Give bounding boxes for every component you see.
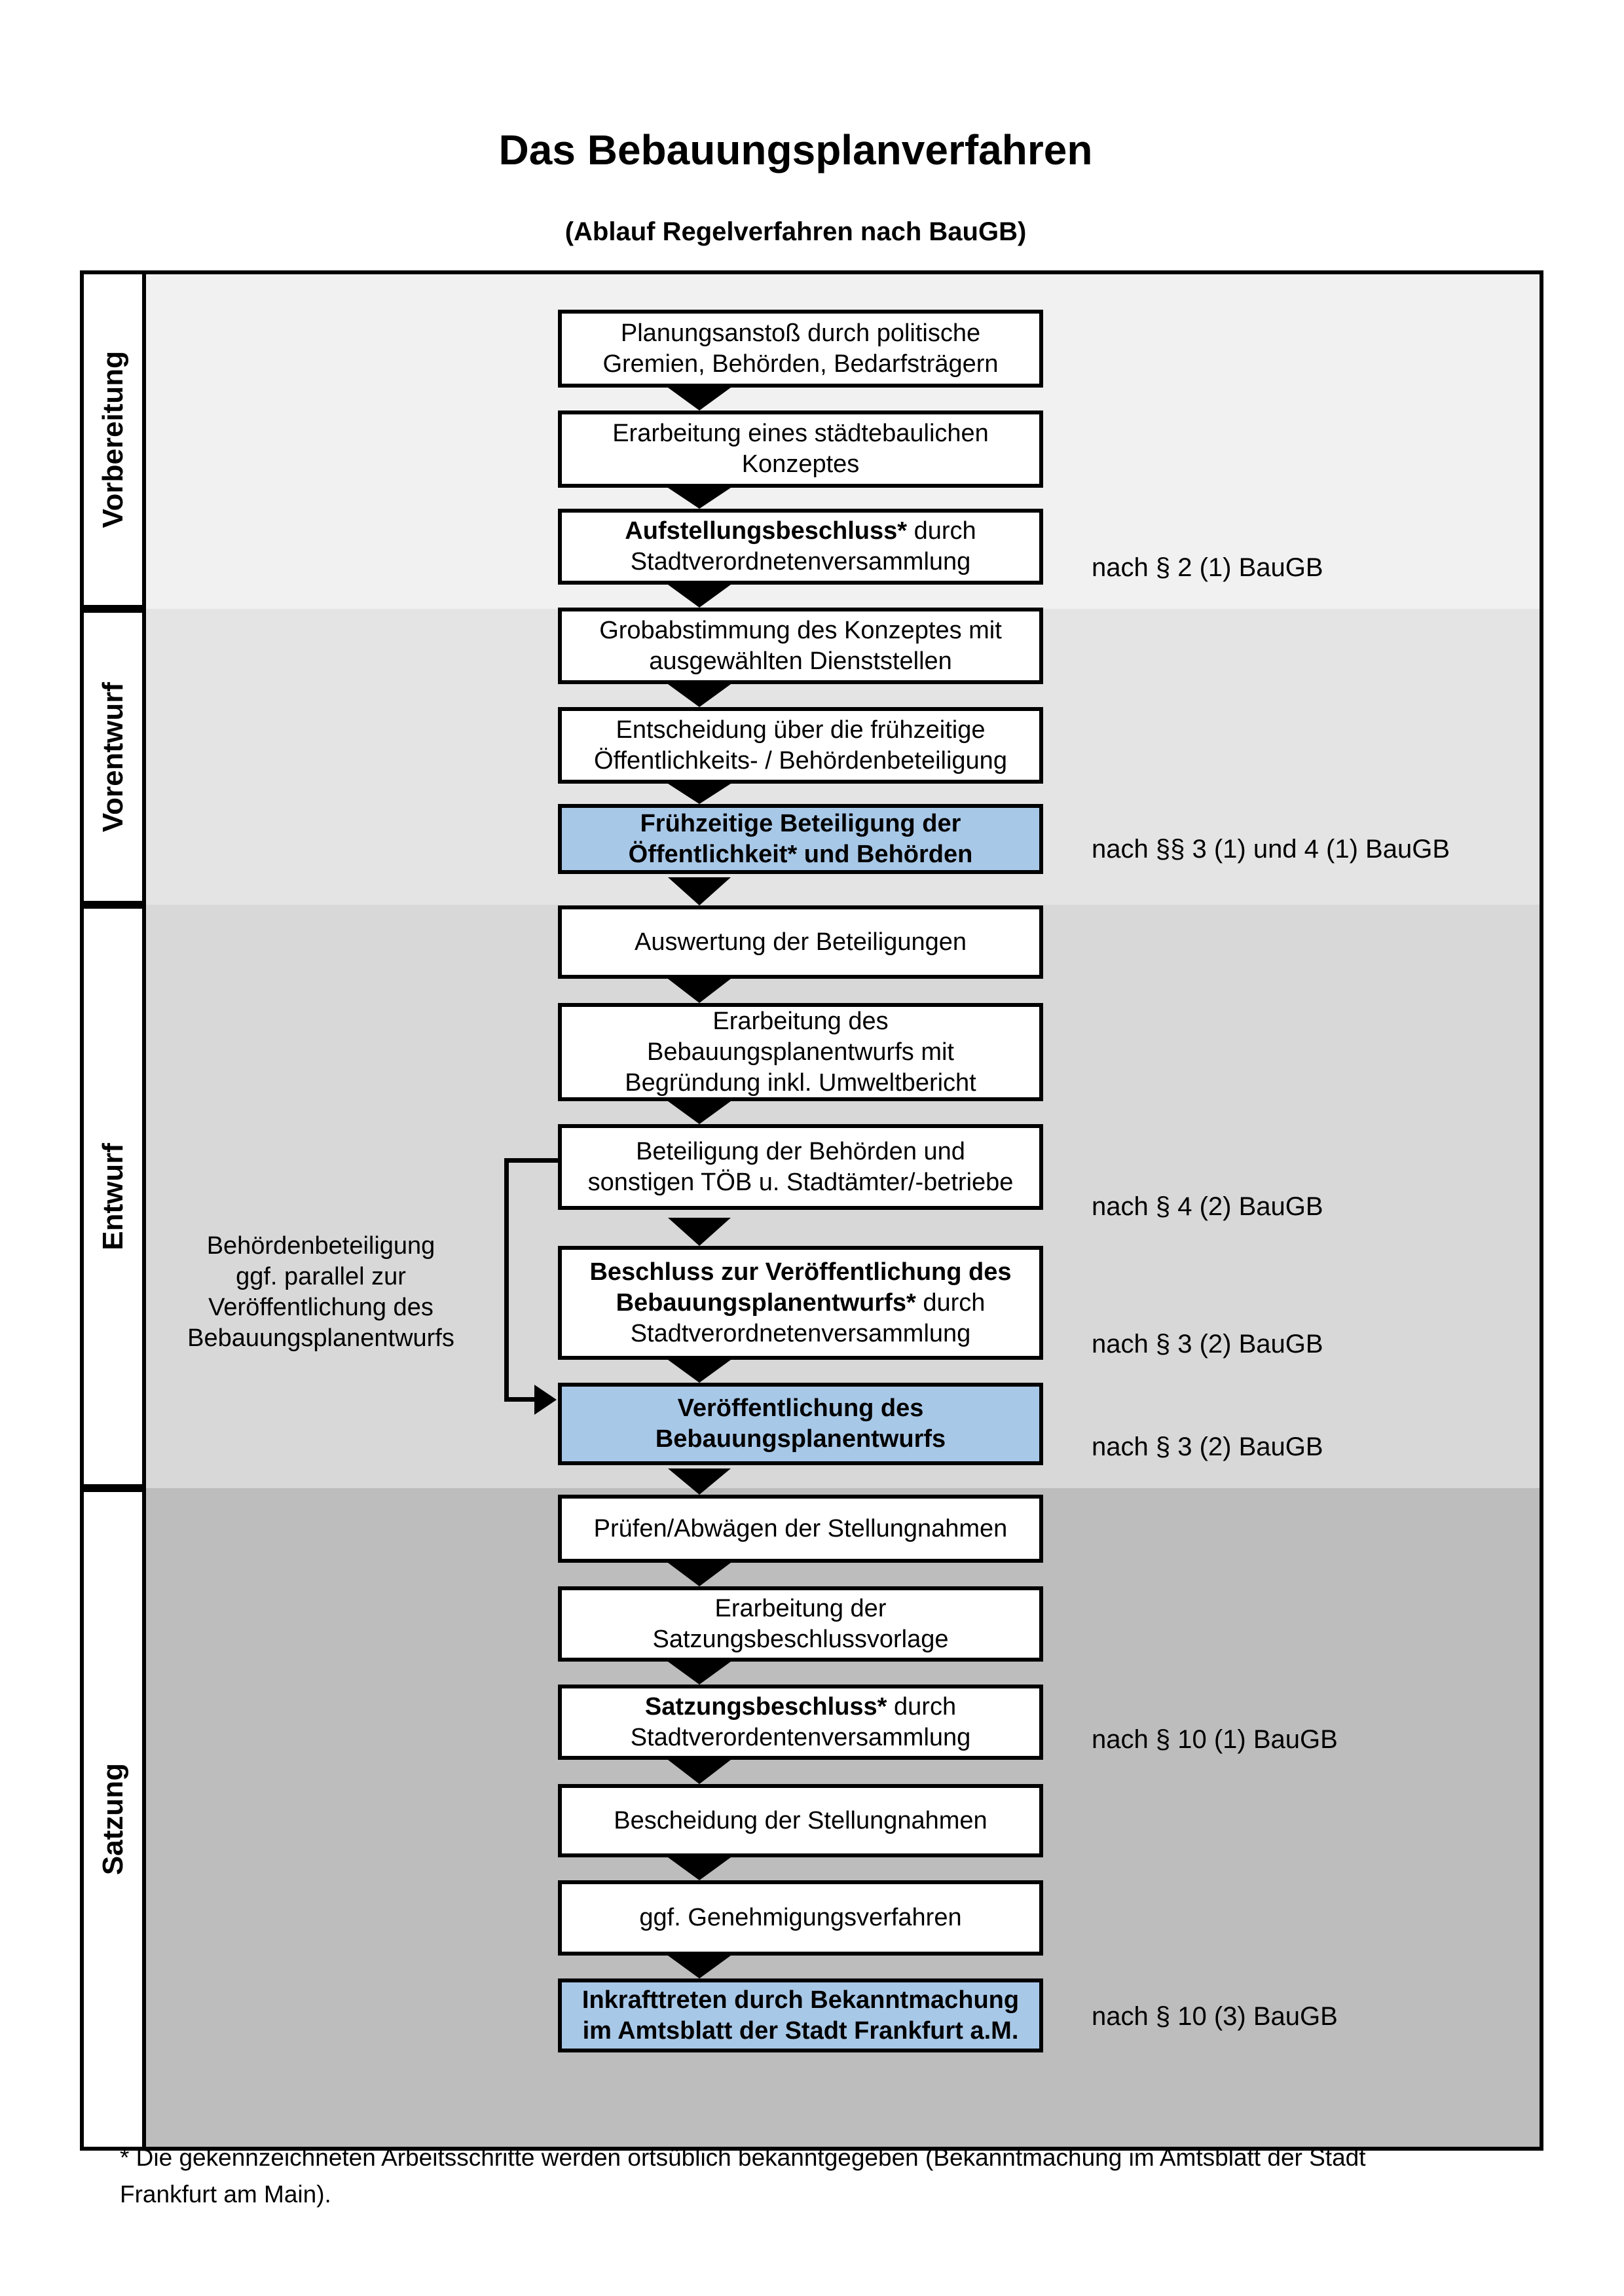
flow-box-veroeffentlichung-entwurf: Veröffentlichung des Bebauungsplanentwur… — [558, 1383, 1043, 1465]
flow-box-genehmigungsverfahren: ggf. Genehmigungsverfahren — [558, 1880, 1043, 1956]
phase-label: Vorbereitung — [96, 351, 129, 528]
legal-reference: nach §§ 3 (1) und 4 (1) BauGB — [1092, 835, 1450, 864]
flow-box-fruehzeitige-beteiligung: Frühzeitige Beteiligung der Öffentlichke… — [558, 804, 1043, 874]
down-arrow — [668, 1563, 731, 1586]
down-arrow — [668, 877, 731, 905]
legal-reference: nach § 4 (2) BauGB — [1092, 1192, 1323, 1221]
elbow-connector-top — [504, 1158, 558, 1163]
flow-box-inkrafttreten: Inkrafttreten durch Bekanntmachung im Am… — [558, 1978, 1043, 2052]
elbow-connector-vertical — [504, 1158, 509, 1402]
flow-box-planungsanstoss: Planungsanstoß durch politische Gremien,… — [558, 310, 1043, 388]
page-subtitle: (Ablauf Regelverfahren nach BauGB) — [564, 217, 1027, 246]
footnote: * Die gekennzeichneten Arbeitsschritte w… — [120, 2144, 1366, 2208]
flow-box-beschluss-veroeffentlichung: Beschluss zur Veröffentlichung des Bebau… — [558, 1246, 1043, 1360]
legal-reference: nach § 10 (1) BauGB — [1092, 1725, 1338, 1754]
flow-box-konzept-erarbeitung: Erarbeitung eines städtebaulichen Konzep… — [558, 410, 1043, 488]
down-arrow — [668, 488, 731, 509]
flow-box-satzungsbeschluss: Satzungsbeschluss* durch Stadtverordente… — [558, 1685, 1043, 1760]
down-arrow — [668, 784, 731, 804]
down-arrow — [668, 1956, 731, 1978]
flow-box-entscheidung-beteiligung: Entscheidung über die frühzeitige Öffent… — [558, 707, 1043, 784]
down-arrow — [668, 1360, 731, 1383]
down-arrow — [668, 585, 731, 608]
phase-cell-satzung: Satzung — [80, 1488, 146, 2151]
phase-cell-vorentwurf: Vorentwurf — [80, 609, 146, 905]
flow-box-pruefen-abwaegen: Prüfen/Abwägen der Stellungnahmen — [558, 1495, 1043, 1563]
right-arrowhead-icon — [534, 1385, 557, 1415]
flow-box-auswertung-beteiligungen: Auswertung der Beteiligungen — [558, 905, 1043, 979]
down-arrow — [668, 684, 731, 707]
flow-box-satzungsbeschlussvorlage: Erarbeitung der Satzungsbeschlussvorlage — [558, 1586, 1043, 1662]
flow-box-erarbeitung-bebauungsplanentwurf: Erarbeitung des Bebauungsplanentwurfs mi… — [558, 1003, 1043, 1101]
phase-label: Entwurf — [96, 1142, 129, 1250]
phase-label: Satzung — [96, 1763, 129, 1876]
legal-reference: nach § 3 (2) BauGB — [1092, 1330, 1323, 1358]
legal-reference: nach § 3 (2) BauGB — [1092, 1432, 1323, 1461]
phase-cell-vorbereitung: Vorbereitung — [80, 270, 146, 609]
page-title: Das Bebauungsplanverfahren — [498, 126, 1093, 173]
legal-reference: nach § 10 (3) BauGB — [1092, 2002, 1338, 2031]
down-arrow — [668, 1468, 731, 1495]
phase-cell-entwurf: Entwurf — [80, 905, 146, 1488]
side-note: Behördenbeteiligung ggf. parallel zur Ve… — [187, 1232, 454, 1352]
elbow-connector-bottom — [504, 1397, 537, 1402]
flow-box-grobabstimmung: Grobabstimmung des Konzeptes mit ausgewä… — [558, 608, 1043, 684]
down-arrow — [668, 1857, 731, 1880]
flow-box-beteiligung-behoerden-toeb: Beteiligung der Behörden und sonstigen T… — [558, 1124, 1043, 1210]
down-arrow — [668, 1662, 731, 1685]
flow-box-aufstellungsbeschluss: Aufstellungsbeschluss* durch Stadtverord… — [558, 509, 1043, 585]
down-arrow — [668, 979, 731, 1003]
down-arrow — [668, 1101, 731, 1124]
down-arrow — [668, 388, 731, 410]
legal-reference: nach § 2 (1) BauGB — [1092, 553, 1323, 582]
down-arrow — [668, 1218, 731, 1246]
flow-box-bescheidung-stellungnahmen: Bescheidung der Stellungnahmen — [558, 1784, 1043, 1857]
phase-label: Vorentwurf — [96, 682, 129, 832]
down-arrow — [668, 1760, 731, 1784]
